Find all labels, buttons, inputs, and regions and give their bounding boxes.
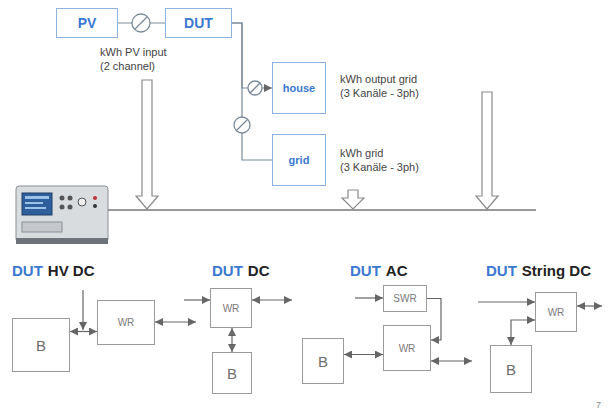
flow-arrow — [252, 299, 292, 300]
config-heading: DUT AC — [350, 262, 408, 279]
measurement-note: kWh grid(3 Kanäle - 3ph) — [340, 146, 419, 174]
heading-text: DC — [248, 262, 270, 279]
node-text: B — [227, 365, 237, 382]
connector — [232, 23, 272, 88]
node-text: B — [36, 337, 46, 354]
source-box: PV — [56, 8, 118, 38]
node-text: WR — [118, 317, 135, 328]
node-text: SWR — [393, 293, 416, 304]
heading-text: DUT — [12, 262, 43, 279]
label-text: (2 channel) — [100, 59, 167, 73]
node-text: WR — [223, 303, 240, 314]
node-text: PV — [78, 15, 97, 31]
inverter-box: WR — [383, 325, 431, 371]
node-text: house — [283, 82, 315, 94]
meter-symbol — [248, 81, 262, 95]
heading-text: HV DC — [48, 262, 95, 279]
page-number: 7 — [596, 394, 601, 409]
heading-text: String DC — [522, 262, 591, 279]
config-heading: DUT String DC — [486, 262, 591, 279]
inverter-box: SWR — [383, 285, 427, 312]
inverter-box: WR — [97, 300, 155, 345]
heading-text: DUT — [212, 262, 243, 279]
inverter-box: WR — [210, 288, 252, 328]
heading-text: AC — [386, 262, 408, 279]
meter-symbol — [132, 14, 150, 32]
hollow-arrow — [476, 92, 498, 209]
grid-box: grid — [272, 134, 326, 186]
device-box: DUT — [165, 8, 232, 38]
label-text: 7 — [596, 400, 601, 409]
measurement-note: kWh output grid(3 Kanäle - 3ph) — [340, 72, 419, 100]
battery-box: B — [490, 345, 532, 393]
config-heading: DUT HV DC — [12, 262, 95, 279]
connector — [511, 320, 535, 345]
hollow-arrow — [342, 190, 364, 209]
label-text: kWh PV input — [100, 45, 167, 59]
label-text: (3 Kanäle - 3ph) — [340, 160, 419, 174]
flow-arrow — [431, 360, 472, 361]
config-heading: DUT DC — [212, 262, 270, 279]
hollow-arrow — [136, 80, 158, 209]
connector — [344, 354, 383, 355]
battery-box: B — [302, 338, 344, 384]
meter-symbol — [234, 117, 250, 133]
flow-arrow — [577, 305, 602, 306]
label-text: (3 Kanäle - 3ph) — [340, 86, 419, 100]
connector — [232, 23, 272, 160]
connector — [231, 328, 232, 352]
bus-line — [108, 209, 536, 211]
node-text: DUT — [184, 15, 213, 31]
node-text: WR — [548, 307, 565, 318]
label-text: kWh grid — [340, 146, 419, 160]
node-text: B — [318, 353, 328, 370]
power-analyzer-illustration — [16, 186, 108, 244]
node-text: grid — [289, 154, 310, 166]
heading-text: DUT — [350, 262, 381, 279]
label-text: kWh output grid — [340, 72, 419, 86]
flow-arrow — [478, 301, 535, 302]
measurement-note: kWh PV input(2 channel) — [100, 45, 167, 73]
heading-text: DUT — [486, 262, 517, 279]
node-text: B — [506, 361, 516, 378]
flow-arrow — [184, 299, 210, 300]
consumer-box: house — [272, 62, 326, 114]
flow-arrow — [82, 290, 83, 330]
node-text: WR — [399, 343, 416, 354]
battery-box: B — [212, 352, 252, 394]
inverter-box: WR — [535, 292, 577, 332]
connector — [70, 331, 97, 332]
flow-arrow — [355, 297, 383, 298]
flow-arrow — [155, 321, 196, 322]
battery-box: B — [12, 318, 70, 372]
